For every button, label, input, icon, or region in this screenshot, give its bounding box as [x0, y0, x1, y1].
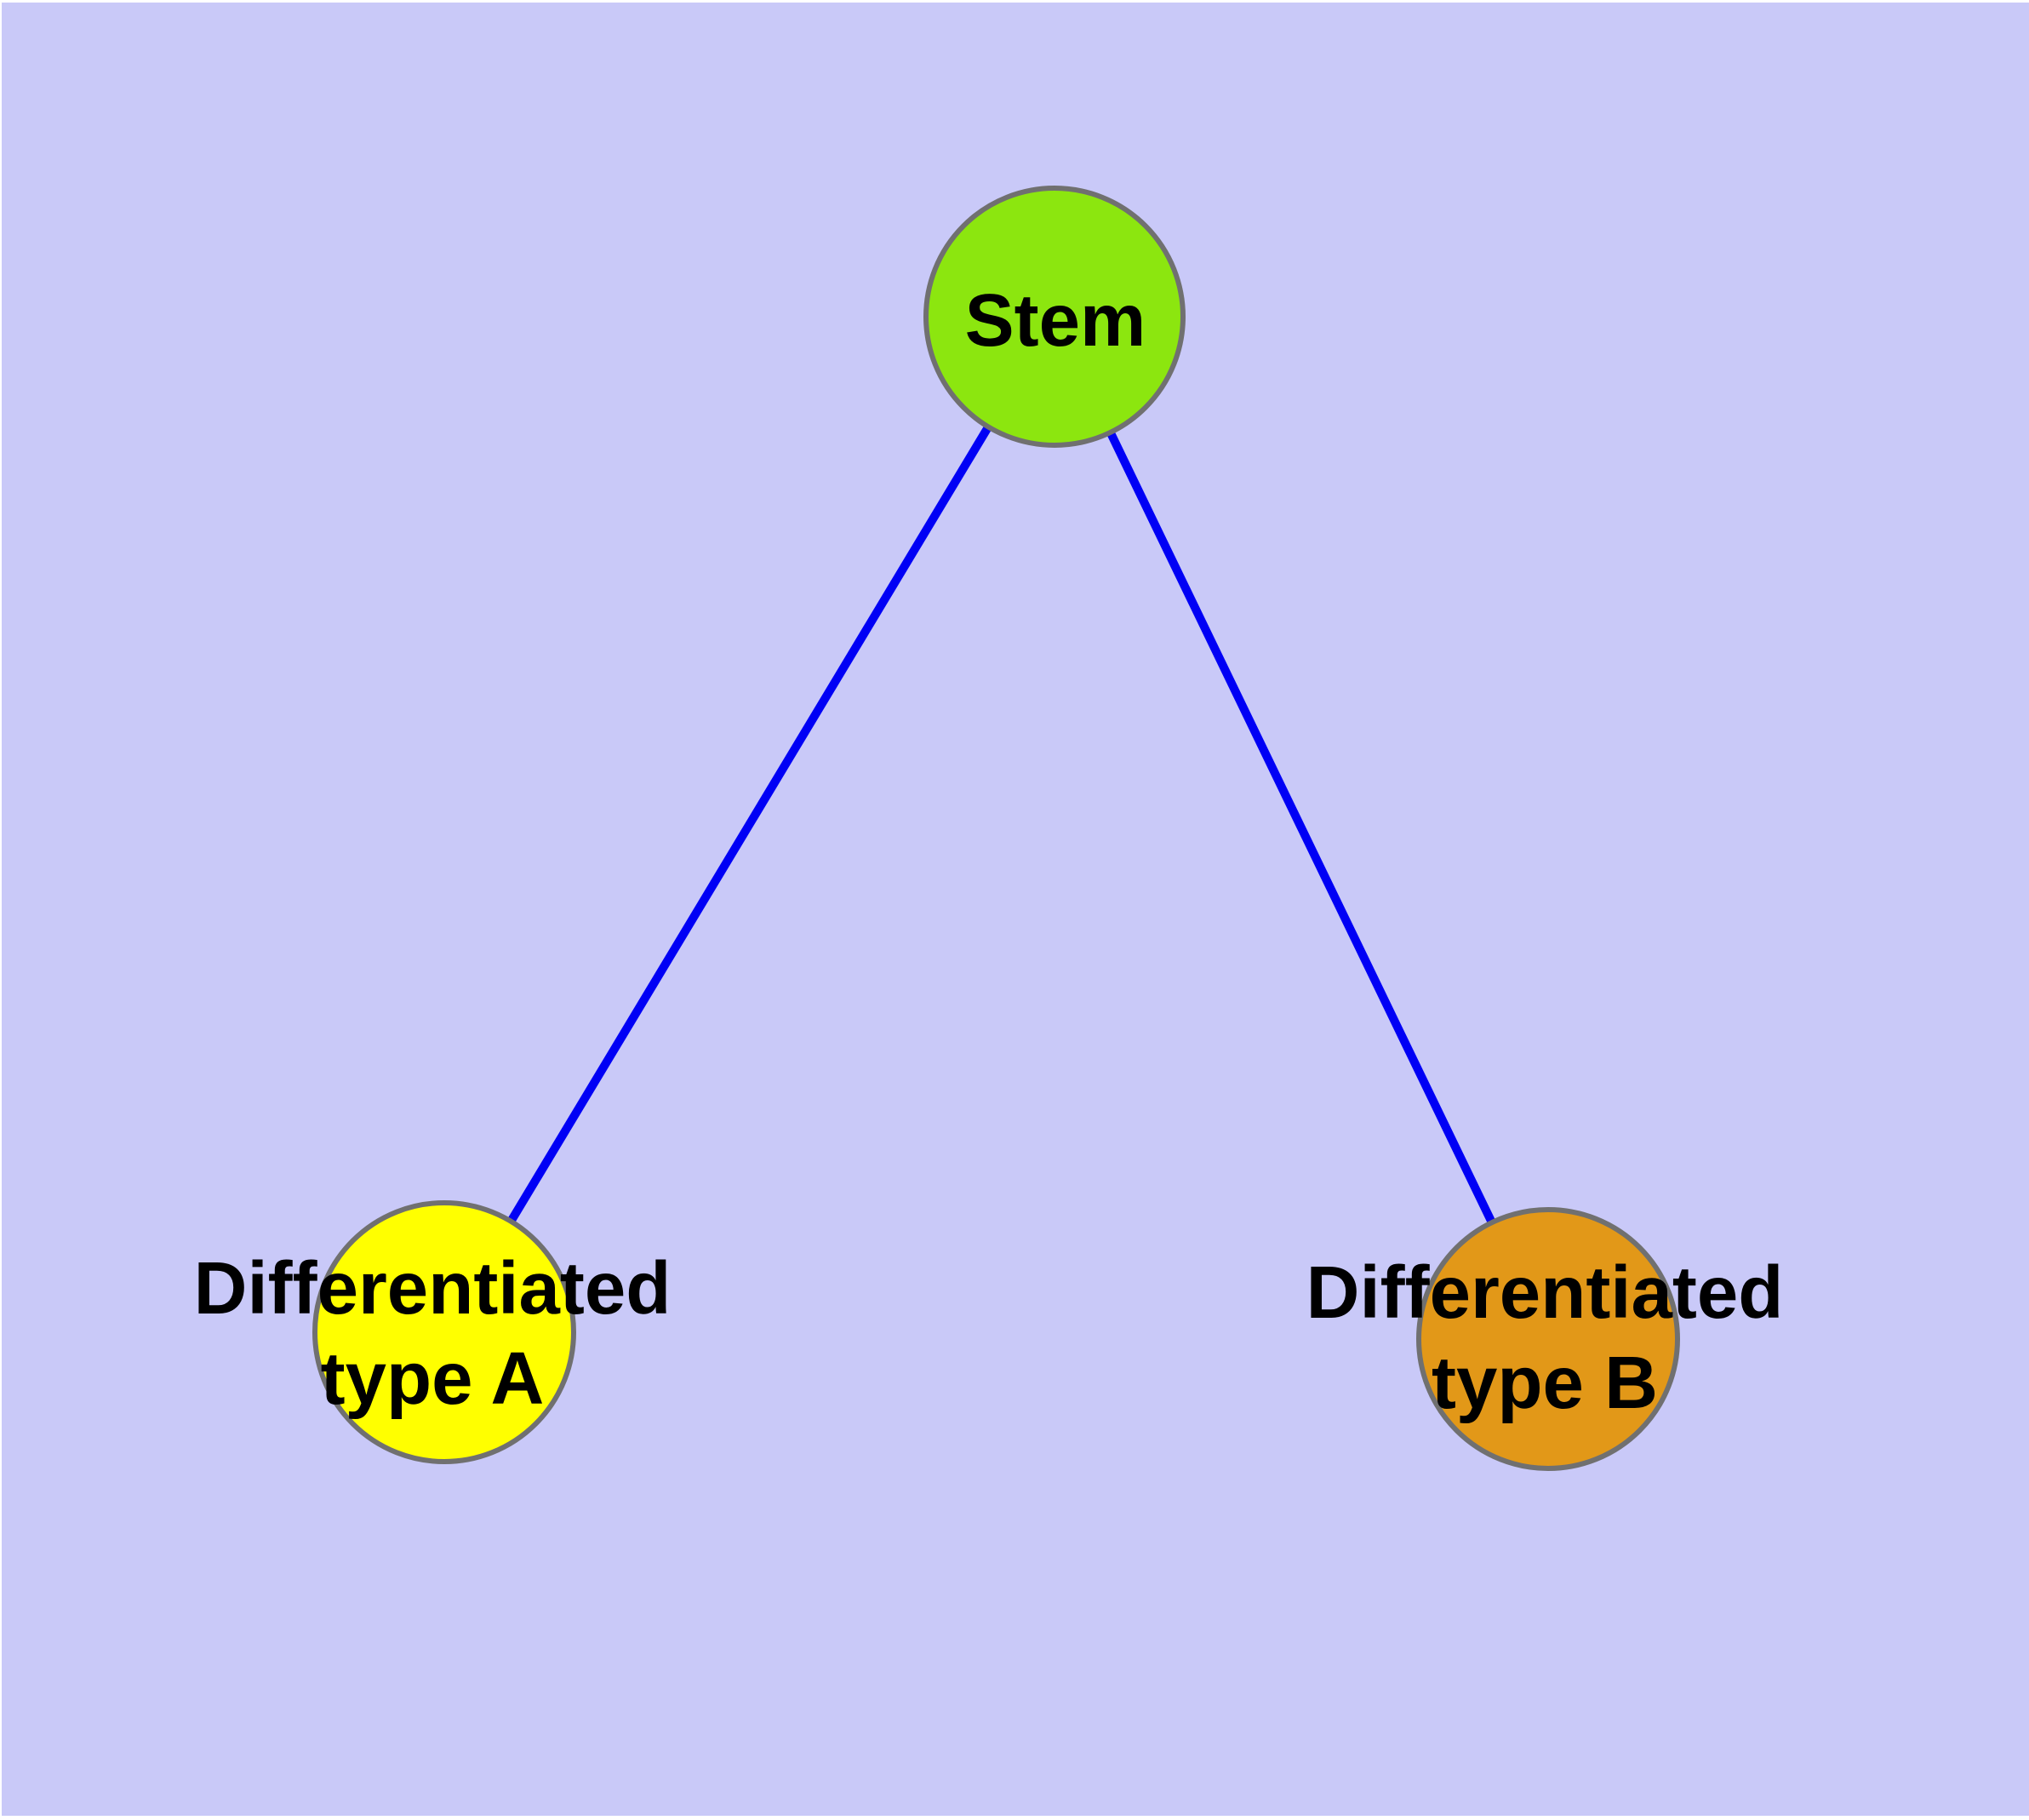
node-stem-circle — [923, 186, 1186, 448]
edge-stem-to-type-a — [440, 314, 1059, 1335]
node-type-b-circle — [1416, 1207, 1680, 1471]
node-type-b-label: Differentiated type B — [1306, 1251, 1784, 1424]
node-type-a-label: Differentiated type A — [193, 1246, 672, 1420]
node-stem-label: Stem — [964, 278, 1146, 362]
node-type-a-circle — [312, 1200, 576, 1464]
edge-stem-to-type-b — [1050, 314, 1552, 1342]
